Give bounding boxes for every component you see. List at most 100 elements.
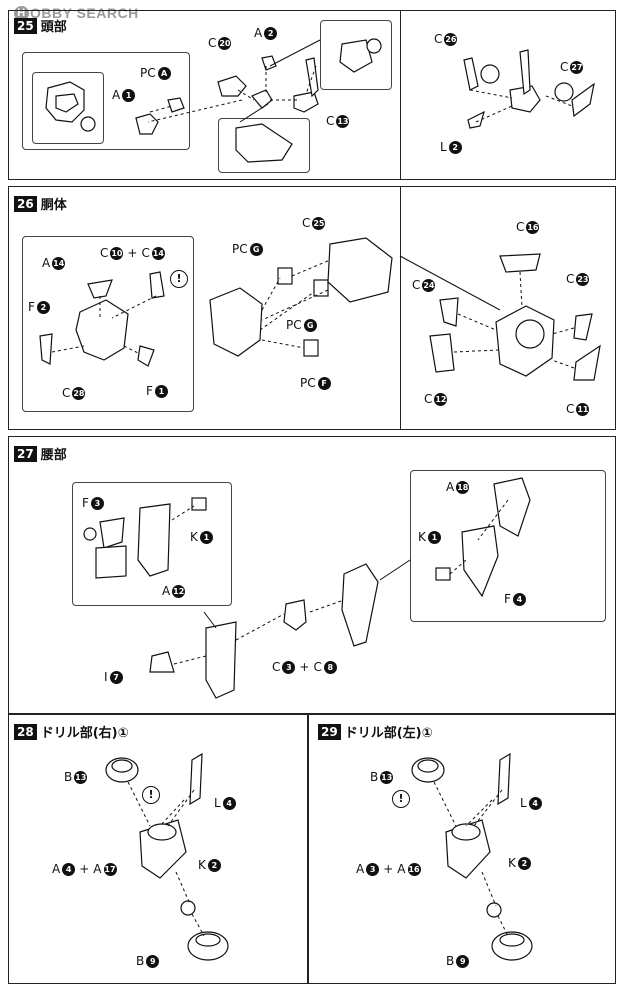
torso-part-icon — [313, 279, 329, 297]
torso-part-icon — [573, 313, 593, 341]
torso-part-icon — [209, 287, 263, 357]
waist-part-icon — [493, 477, 531, 537]
waist-part-icon — [191, 497, 207, 511]
waist-part-icon — [137, 503, 171, 577]
step-26-divider — [400, 186, 401, 430]
head-part-icon — [235, 123, 293, 163]
head-part-icon — [80, 116, 96, 132]
torso-part-icon — [327, 237, 393, 303]
step-29-header: 29 ドリル部(左)① — [318, 722, 433, 741]
head-part-icon — [463, 57, 479, 91]
head-part-icon — [467, 110, 485, 129]
drill-part-icon — [497, 752, 511, 806]
drill-part-icon — [189, 752, 203, 806]
waist-part-icon — [461, 525, 499, 598]
drill-part-icon — [147, 823, 177, 841]
torso-part-icon — [277, 267, 293, 285]
head-part-icon — [554, 82, 574, 102]
torso-part-icon — [515, 319, 545, 349]
torso-part-icon — [39, 333, 53, 365]
head-part-icon — [519, 49, 531, 96]
waist-part-icon — [83, 527, 97, 541]
head-part-icon — [135, 113, 159, 135]
waist-part-icon — [99, 517, 125, 549]
warning-icon: ! — [170, 270, 188, 288]
torso-part-icon — [137, 345, 155, 367]
head-part-icon — [571, 82, 595, 118]
torso-part-icon — [75, 299, 129, 361]
step-26-header: 26 胴体 — [14, 194, 67, 213]
waist-part-icon — [283, 599, 307, 631]
step-number: 29 — [318, 723, 341, 740]
step-number: 26 — [14, 195, 37, 212]
step-25-divider — [400, 10, 401, 180]
torso-part-icon — [439, 297, 459, 327]
drill-part-icon — [486, 902, 502, 918]
step-number: 28 — [14, 723, 37, 740]
step-title: ドリル部(左)① — [344, 726, 433, 741]
step-29-panel — [308, 714, 616, 984]
step-28-panel — [8, 714, 308, 984]
step-27-panel — [8, 436, 616, 714]
torso-part-icon — [499, 253, 541, 273]
step-25-panel — [8, 10, 616, 180]
drill-part-icon — [195, 933, 221, 947]
torso-part-icon — [303, 339, 319, 357]
step-number: 25 — [14, 17, 37, 34]
head-part-icon — [217, 75, 247, 97]
watermark-mark: H — [14, 5, 29, 21]
waist-part-icon — [341, 563, 379, 647]
step-title: 胴体 — [40, 198, 67, 213]
torso-part-icon — [429, 333, 455, 373]
drill-part-icon — [499, 933, 525, 947]
torso-part-icon — [87, 279, 113, 299]
step-26-panel — [8, 186, 616, 430]
step-number: 27 — [14, 445, 37, 462]
torso-part-icon — [149, 271, 165, 299]
head-part-icon — [293, 91, 319, 113]
waist-part-icon — [205, 621, 237, 699]
warning-icon: ! — [142, 786, 160, 804]
drill-part-icon — [417, 759, 439, 773]
step-title: 腰部 — [40, 448, 67, 463]
step-27-header: 27 腰部 — [14, 444, 67, 463]
drill-part-icon — [180, 900, 196, 916]
waist-part-icon — [149, 651, 175, 673]
step-25-header: 25 頭部 — [14, 16, 67, 35]
head-part-icon — [167, 97, 185, 113]
